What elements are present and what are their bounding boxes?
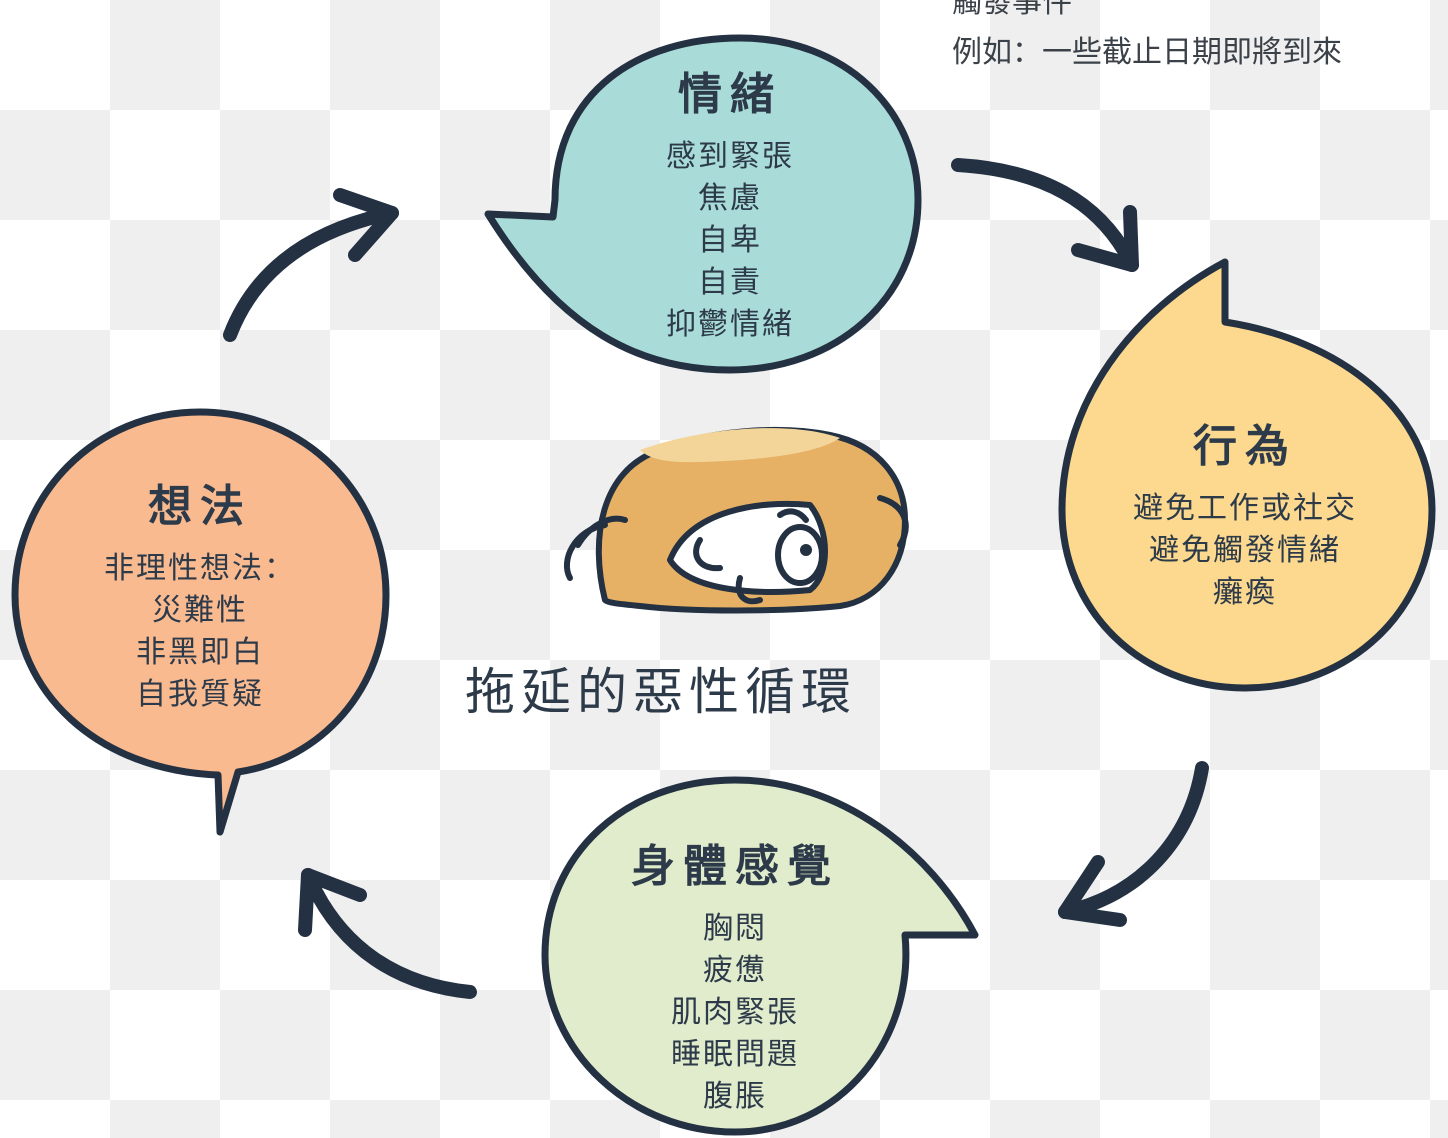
body-lines: 胸悶 疲憊 肌肉緊張 睡眠問題 腹脹: [600, 908, 870, 1118]
arrow-head-4: [298, 868, 367, 937]
thought-lines: 非理性想法： 災難性 非黑即白 自我質疑: [70, 548, 330, 716]
arrow-behavior-to-body: [1058, 761, 1209, 919]
body-title: 身體感覺: [631, 841, 839, 892]
behavior-line: 癱瘓: [1213, 575, 1277, 610]
thought-node: 想法 非理性想法： 災難性 非黑即白 自我質疑: [70, 470, 330, 716]
arrow-body-to-thought: [301, 868, 477, 999]
emotion-bubble: [484, 34, 922, 374]
emotion-line: 感到緊張: [666, 139, 794, 174]
emotion-lines: 感到緊張 焦慮 自卑 自責 抑鬱情緒: [600, 136, 860, 346]
body-line: 肌肉緊張: [671, 995, 799, 1030]
arrow-emotion-to-behavior: [951, 158, 1139, 272]
emotion-node: 情緒 感到緊張 焦慮 自卑 自責 抑鬱情緒: [600, 58, 860, 346]
thought-line: 災難性: [152, 593, 248, 628]
body-line: 胸悶: [703, 911, 767, 946]
behavior-title: 行為: [1193, 421, 1297, 472]
center-title: 拖延的惡性循環: [465, 663, 857, 721]
trigger-example: 例如：一些截止日期即將到來: [952, 35, 1342, 70]
sleeping-dog-illustration: [563, 427, 909, 614]
body-node: 身體感覺 胸悶 疲憊 肌肉緊張 睡眠問題 腹脹: [600, 830, 870, 1118]
arrow-thought-to-emotion: [223, 206, 399, 342]
behavior-node: 行為 避免工作或社交 避免觸發情緒 癱瘓: [1095, 410, 1395, 614]
body-line: 疲憊: [703, 953, 767, 988]
thought-bubble: [11, 408, 390, 836]
behavior-line: 避免工作或社交: [1133, 491, 1357, 526]
behavior-bubble: [1058, 258, 1436, 692]
body-line: 睡眠問題: [671, 1037, 799, 1072]
thought-line: 非黑即白: [136, 635, 264, 670]
emotion-title: 情緒: [678, 69, 782, 120]
thought-title: 想法: [148, 481, 252, 532]
thought-line: 自我質疑: [136, 677, 264, 712]
body-bubble: [541, 776, 979, 1136]
trigger-event: 觸發事件 例如：一些截止日期即將到來: [952, 0, 1442, 78]
emotion-line: 自卑: [698, 223, 762, 258]
emotion-line: 自責: [698, 265, 762, 300]
body-line: 腹脹: [703, 1079, 767, 1114]
emotion-line: 焦慮: [698, 181, 762, 216]
trigger-title: 觸發事件: [952, 0, 1072, 20]
behavior-lines: 避免工作或社交 避免觸發情緒 癱瘓: [1095, 488, 1395, 614]
thought-line: 非理性想法：: [104, 551, 296, 586]
emotion-line: 抑鬱情緒: [666, 307, 794, 342]
arrow-head-2: [1071, 205, 1139, 272]
arrow-head-1: [333, 188, 399, 262]
arrow-head-3: [1058, 855, 1127, 927]
behavior-line: 避免觸發情緒: [1149, 533, 1341, 568]
